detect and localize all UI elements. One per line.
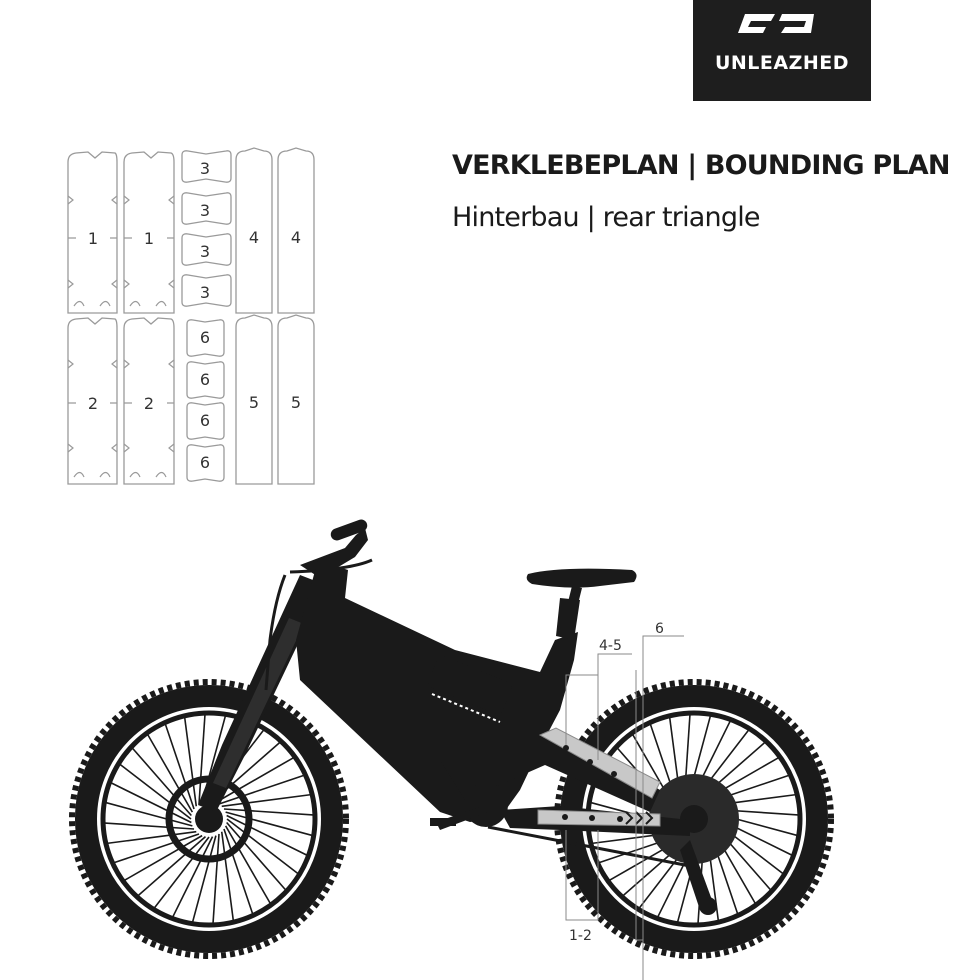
sticker-piece-1b [123,151,175,314]
spoke [137,836,207,896]
spoke [119,764,192,820]
spoke [147,734,194,813]
spoke [191,835,217,922]
sticker-label-3a: 3 [200,159,210,178]
page-title: VERKLEBEPLAN | BOUNDING PLAN [452,150,950,181]
rear-shock [428,656,512,723]
spoke [172,836,214,917]
rear-derailleur [680,840,717,915]
spoke [212,833,220,923]
sticker-piece-4a [235,147,273,314]
spoke [132,747,192,817]
sticker-label-3c: 3 [200,242,210,261]
sticker-label-3d: 3 [200,283,210,302]
sticker-label-1b: 1 [144,229,154,248]
sticker-piece-2a [67,317,118,485]
callout-bracket-6 [635,635,684,980]
spoke [223,808,313,816]
brand-name: UNLEAZHED [714,52,850,74]
sticker-piece-5a [235,314,273,485]
callout-label-1-2: 1-2 [569,928,592,944]
crankset [430,783,508,830]
sticker-piece-6b [186,361,225,399]
sticker-piece-3b [181,192,232,225]
front-wheel [69,679,349,959]
protector-chainstay [537,809,661,827]
spoke [215,757,294,804]
suspension-fork [198,575,326,812]
sticker-label-6c: 6 [200,411,210,430]
spoke [198,715,206,805]
frame-protector-film [537,727,661,827]
spoke [221,793,311,808]
sticker-label-4b: 4 [291,228,301,247]
sticker-label-2b: 2 [144,394,154,413]
brand-logo-mark-icon [738,14,814,33]
spoke [183,717,198,807]
brand-logo: UNLEAZHED [693,0,871,101]
sticker-piece-3d [181,274,232,307]
spoke [124,834,203,881]
saddle [526,568,637,612]
sticker-label-3b: 3 [200,201,210,220]
spoke [218,774,304,805]
spoke [220,831,235,921]
spoke [154,836,210,909]
callout-bracket-4-5 [565,653,632,760]
sticker-piece-6d [186,444,225,482]
spoke [105,822,195,830]
sticker-label-5a: 5 [249,393,259,412]
spoke [164,724,195,810]
callout-label-6: 6 [655,621,664,637]
sticker-piece-4b [277,147,315,314]
sticker-piece-3c [181,233,232,266]
sticker-piece-1a [67,151,118,314]
sticker-piece-6a [186,319,225,357]
spoke [224,825,271,904]
sticker-label-1a: 1 [88,229,98,248]
spoke [106,801,193,827]
sticker-label-6b: 6 [200,370,210,389]
page-subtitle: Hinterbau | rear triangle [452,202,761,233]
callout-label-4-5: 4-5 [599,638,622,654]
sticker-label-6a: 6 [200,328,210,347]
sticker-piece-5b [277,314,315,485]
protector-seatstay [538,727,661,799]
sticker-piece-3a [181,150,232,183]
callout-bracket-1-2 [565,830,599,921]
sticker-piece-6c [186,402,225,440]
sticker-label-5b: 5 [291,393,301,412]
spoke [107,830,197,845]
spoke [111,782,192,824]
sticker-label-6d: 6 [200,453,210,472]
sticker-piece-2b [123,317,175,485]
sticker-label-4a: 4 [249,228,259,247]
spoke [226,818,299,874]
spoke [114,833,200,864]
spoke [223,828,254,914]
spoke [226,821,286,891]
chain [487,825,691,868]
spoke [225,811,312,837]
sticker-label-2a: 2 [88,394,98,413]
spoke [226,814,307,856]
